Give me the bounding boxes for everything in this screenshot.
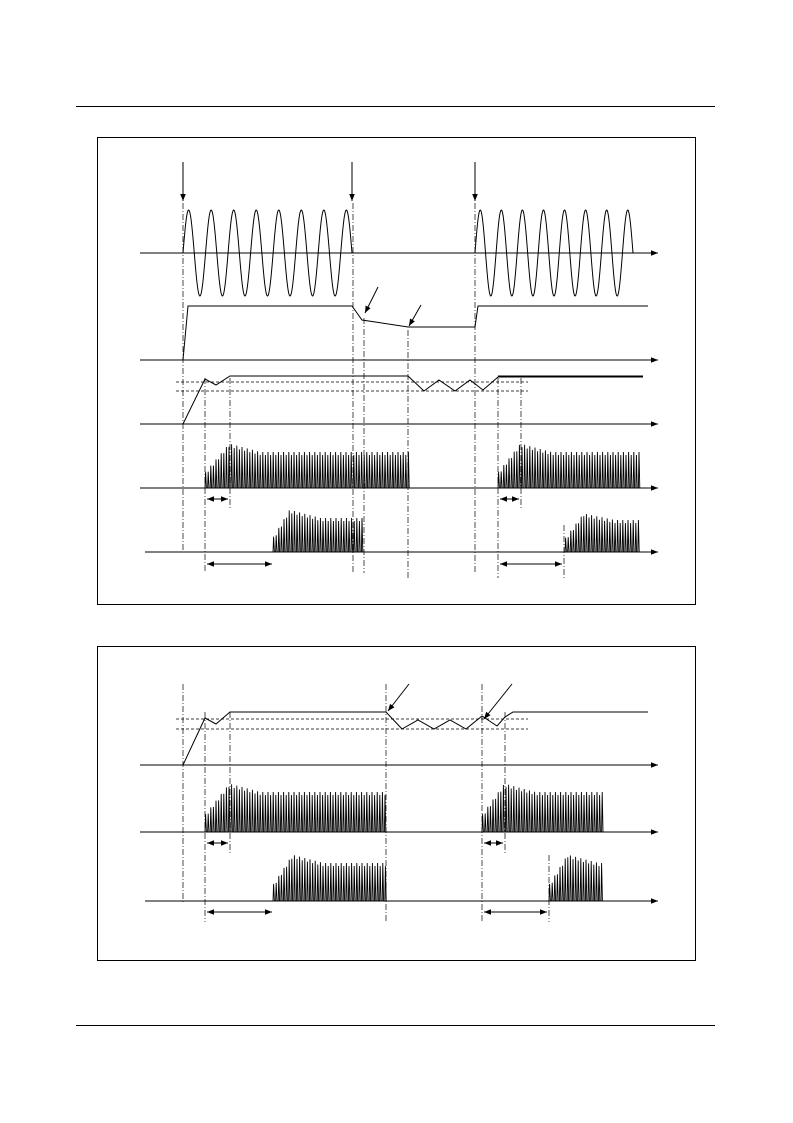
pointer-arrow-2 <box>409 305 421 326</box>
figure-bottom <box>98 647 696 961</box>
pointer-arrow-4 <box>484 684 512 719</box>
pulse-train <box>273 510 363 552</box>
pulse-train <box>549 855 602 901</box>
switching-pulses-2d <box>549 855 602 901</box>
pulse-train <box>482 785 603 832</box>
regulated-output <box>183 376 643 424</box>
pulse-train <box>205 784 386 832</box>
ac-input-sine-1 <box>183 210 352 296</box>
regulated-output-b <box>183 712 648 765</box>
pulse-train <box>205 444 409 488</box>
pulse-train <box>273 855 386 901</box>
figure-top-frame <box>98 138 696 605</box>
dc-bus-voltage <box>183 306 648 360</box>
ac-input-sine-2 <box>475 210 633 296</box>
switching-pulses-1d <box>482 785 603 832</box>
pointer-arrow-1 <box>365 287 378 313</box>
figure-top <box>98 138 696 605</box>
pulse-train <box>565 514 639 552</box>
switching-pulses-1a <box>205 444 409 488</box>
pointer-arrow-3 <box>388 684 409 711</box>
switching-pulses-1b <box>498 445 640 488</box>
switching-pulses-2c <box>273 855 386 901</box>
header-rule <box>76 106 715 107</box>
figure-bottom-frame <box>98 647 696 961</box>
switching-pulses-2a <box>273 510 363 552</box>
footer-rule <box>76 1025 715 1026</box>
pulse-train <box>498 445 640 488</box>
switching-pulses-2b <box>565 514 639 552</box>
bottom-guide-lines <box>183 684 549 922</box>
switching-pulses-1c <box>205 784 386 832</box>
